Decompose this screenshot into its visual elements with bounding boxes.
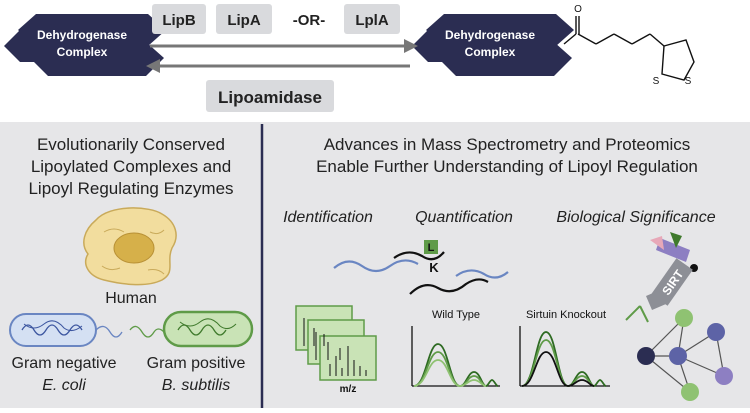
section-quantification: Quantification <box>415 209 513 226</box>
sirtuin-knockout-chromatogram <box>519 326 610 387</box>
left-title-line2: Lipoylated Complexes and <box>31 157 231 176</box>
enzyme-box-lipa: LipA <box>216 4 272 34</box>
peptide-strands-icon <box>333 251 509 295</box>
left-title-line1: Evolutionarily Conserved <box>37 135 225 154</box>
right-title-line2: Enable Further Understanding of Lipoyl R… <box>316 157 698 176</box>
lipoyl-l-label: L <box>428 242 435 254</box>
dehydrogenase-complex-left: Dehydrogenase Complex <box>4 14 166 76</box>
oxygen-atom: O <box>574 4 582 15</box>
complex-label-line2: Complex <box>57 45 108 59</box>
enzyme-lipb-label: LipB <box>162 12 195 29</box>
gram-negative-label: Gram negative <box>12 355 117 372</box>
left-panel-title: Evolutionarily Conserved Lipoylated Comp… <box>28 135 233 198</box>
human-cell-icon <box>83 207 177 286</box>
left-title-line3: Lipoyl Regulating Enzymes <box>28 179 233 198</box>
human-label: Human <box>105 290 157 307</box>
hexagon-shape <box>4 30 76 62</box>
section-biological-significance: Biological Significance <box>556 209 715 226</box>
gram-negative-bacterium-icon <box>9 313 123 347</box>
lipoyl-molecule <box>563 16 695 81</box>
sulfur-atom-left: S <box>653 76 660 87</box>
wild-type-label: Wild Type <box>432 309 480 321</box>
gram-positive-bacterium-icon <box>129 310 254 348</box>
lysine-k-label: K <box>429 260 439 275</box>
forward-arrow <box>150 39 418 53</box>
interaction-network-icon <box>637 309 733 401</box>
sirtuin-knockout-label: Sirtuin Knockout <box>526 309 606 321</box>
hexagon-shape <box>412 30 484 62</box>
lipoamidase-label: Lipoamidase <box>218 88 322 107</box>
sulfur-atom-right: S <box>685 76 692 87</box>
complex-label-line1: Dehydrogenase <box>445 28 535 42</box>
wild-type-chromatogram <box>411 326 500 387</box>
complex-label-line2: Complex <box>465 45 516 59</box>
enzyme-lipa-label: LipA <box>227 12 260 29</box>
right-panel-title: Advances in Mass Spectrometry and Proteo… <box>316 135 698 176</box>
ecoli-label: E. coli <box>42 377 86 394</box>
complex-label-line1: Dehydrogenase <box>37 28 127 42</box>
mass-spectra-stack-icon <box>295 305 377 381</box>
bsubtilis-label: B. subtilis <box>162 377 230 394</box>
lipoyl-lysine-tag: L K <box>424 240 439 275</box>
lipoamidase-box: Lipoamidase <box>206 80 334 112</box>
gram-positive-label: Gram positive <box>147 355 246 372</box>
right-title-line1: Advances in Mass Spectrometry and Proteo… <box>324 135 691 154</box>
or-label: -OR- <box>293 12 326 29</box>
reverse-arrow <box>146 59 410 73</box>
section-identification: Identification <box>283 209 373 226</box>
enzyme-box-lipb: LipB <box>152 4 206 34</box>
mz-axis-label: m/z <box>340 384 357 395</box>
dehydrogenase-complex-right: Dehydrogenase Complex <box>412 14 574 76</box>
enzyme-box-lpla: LplA <box>344 4 400 34</box>
enzyme-lpla-label: LplA <box>355 12 388 29</box>
